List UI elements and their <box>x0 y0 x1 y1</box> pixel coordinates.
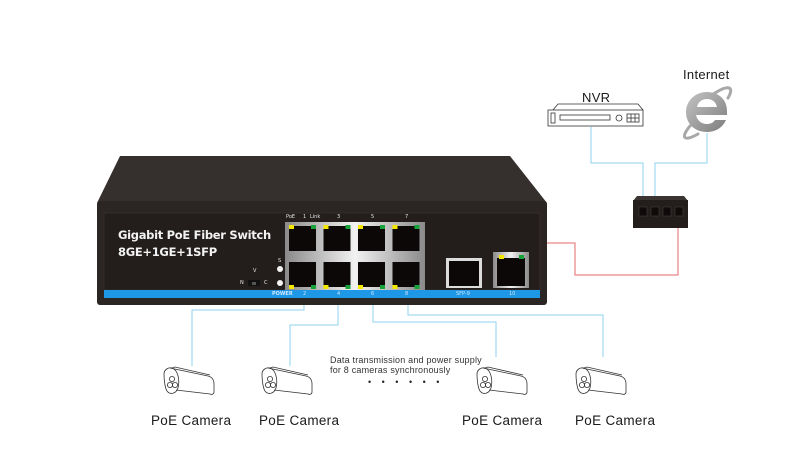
link-led <box>380 225 385 229</box>
ie-orbit <box>682 86 733 140</box>
router <box>633 196 688 228</box>
poe-camera-icon <box>261 366 313 395</box>
sfp-label: SFP-9 <box>456 291 470 297</box>
uplink-led-yellow <box>499 255 504 259</box>
link-port2-camera1 <box>191 300 305 366</box>
link-led <box>414 285 420 289</box>
link-led <box>380 285 385 289</box>
link-internet-router <box>654 133 708 205</box>
port-number-5: 5 <box>371 214 375 220</box>
switch-model: 8GE+1GE+1SFP <box>118 245 217 259</box>
ellipsis: • • • • • • <box>368 377 444 387</box>
power-label: POWER <box>272 291 293 297</box>
switch-blue-strip <box>104 290 540 298</box>
nvr-device <box>547 103 644 127</box>
poe-led <box>358 225 363 229</box>
nvr-body <box>547 109 644 127</box>
link-port4-camera2 <box>289 300 339 366</box>
camera-label-3: PoE Camera <box>462 413 543 428</box>
poe-camera-icon <box>163 366 215 395</box>
uplink-label: 10 <box>509 291 516 297</box>
uplink-led-green <box>519 255 524 259</box>
camera-label-4: PoE Camera <box>575 413 656 428</box>
poe-led <box>289 285 294 289</box>
link-nvr-router <box>590 127 644 205</box>
port-number-7: 7 <box>405 214 409 220</box>
power-led-s <box>277 266 283 272</box>
router-port-1 <box>638 206 648 217</box>
cameras <box>163 366 627 395</box>
rj45-ports <box>289 225 420 289</box>
link-port6-camera3 <box>372 300 497 357</box>
rj45-port-5[interactable] <box>358 226 385 251</box>
poe-led <box>392 225 398 229</box>
link-led <box>345 285 351 289</box>
switch-label-s: S <box>278 258 282 264</box>
port-number-4: 4 <box>337 291 341 297</box>
link-led <box>414 225 420 229</box>
link-port8-camera4 <box>407 300 604 357</box>
port-number-6: 6 <box>371 291 375 297</box>
ethernet-links <box>191 127 708 366</box>
rj45-port-8[interactable] <box>392 262 420 287</box>
nvr-top <box>552 103 644 111</box>
camera-label-2: PoE Camera <box>259 413 340 428</box>
nvr-label: NVR <box>582 90 611 105</box>
internet-explorer-icon <box>682 86 733 140</box>
nvr-disc-slot <box>559 114 611 121</box>
router-port-4 <box>674 206 684 217</box>
camera-label-1: PoE Camera <box>151 413 232 428</box>
rj45-port-1[interactable] <box>289 226 316 251</box>
note-line-1: Data transmission and power supply <box>330 355 482 365</box>
router-port-2 <box>650 206 660 217</box>
port-header-poe: PoE <box>286 214 296 220</box>
uplink-port-10-jack <box>497 258 525 286</box>
switch-top <box>97 156 547 203</box>
port-number-2: 2 <box>303 291 307 297</box>
port-number-8: 8 <box>405 291 409 297</box>
switch-label-c: C <box>264 280 268 286</box>
poe-led <box>358 285 363 289</box>
note-line-2: for 8 cameras synchronously <box>330 365 451 375</box>
poe-led <box>289 225 294 229</box>
poe-led <box>323 285 329 289</box>
rj45-port-3[interactable] <box>323 226 351 251</box>
poe-led <box>323 225 329 229</box>
ie-e-letter <box>686 92 727 132</box>
port-header-link: Link <box>310 214 321 220</box>
port-number-1: 1 <box>303 214 307 220</box>
rj45-port-6[interactable] <box>358 262 385 287</box>
rj45-port-4[interactable] <box>323 262 351 287</box>
poe-camera-icon <box>476 366 528 395</box>
rj45-port-2[interactable] <box>289 262 316 287</box>
poe-switch <box>97 156 547 305</box>
nvr-power-button <box>550 112 556 124</box>
link-led <box>311 225 316 229</box>
switch-title: Gigabit PoE Fiber Switch <box>118 228 271 242</box>
link-led <box>345 225 351 229</box>
link-led <box>311 285 316 289</box>
router-port-3 <box>662 206 672 217</box>
rj45-port-7[interactable] <box>392 226 420 251</box>
sfp-port-slot <box>449 261 479 286</box>
switch-label-v: V <box>253 268 257 274</box>
port-number-3: 3 <box>337 214 341 220</box>
router-top <box>633 196 688 201</box>
dip-switch-knob <box>252 282 256 285</box>
poe-led <box>392 285 398 289</box>
internet-label: Internet <box>683 67 730 82</box>
nvr-knob <box>615 114 623 122</box>
switch-label-n: N <box>240 280 244 286</box>
power-led <box>277 280 283 286</box>
poe-camera-icon <box>575 366 627 395</box>
